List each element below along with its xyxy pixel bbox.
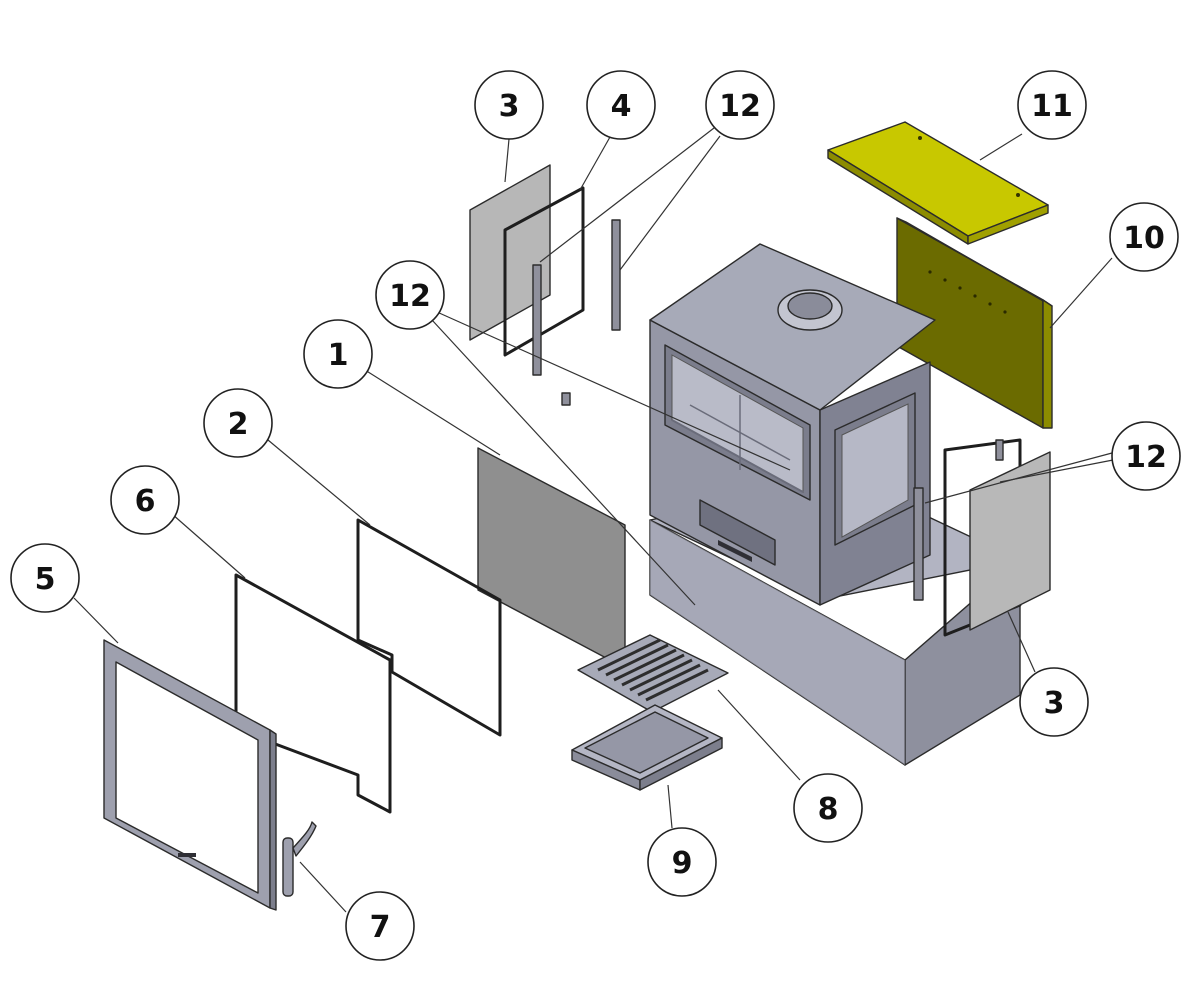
callout-12-mid: 12 <box>375 260 445 330</box>
grate <box>577 634 729 713</box>
top-baffle <box>827 121 1049 245</box>
callout-5: 5 <box>10 543 80 613</box>
leader-lines <box>73 127 1114 913</box>
callout-10: 10 <box>1109 202 1179 272</box>
callout-3-top: 3 <box>474 70 544 140</box>
callout-label: 3 <box>1044 686 1065 721</box>
callout-label: 5 <box>35 562 56 597</box>
callout-label: 4 <box>611 89 632 124</box>
callout-label: 6 <box>135 484 156 519</box>
side-glass-right <box>943 438 1051 637</box>
callout-label: 2 <box>228 407 249 442</box>
callout-label: 12 <box>389 279 431 314</box>
callout-12-top: 12 <box>705 70 775 140</box>
ash-pan <box>571 704 723 791</box>
callout-label: 9 <box>672 846 693 881</box>
callout-8: 8 <box>793 773 863 843</box>
callout-11: 11 <box>1017 70 1087 140</box>
door-frame <box>103 639 277 911</box>
callout-12-right: 12 <box>1111 421 1181 491</box>
callout-label: 11 <box>1031 89 1073 124</box>
callouts: 3 4 12 12 1 2 6 5 <box>10 70 1181 961</box>
callout-6: 6 <box>110 465 180 535</box>
callout-label: 8 <box>818 792 839 827</box>
door-handle <box>282 821 317 897</box>
callout-label: 10 <box>1123 221 1165 256</box>
callout-label: 3 <box>499 89 520 124</box>
callout-label: 1 <box>328 338 349 373</box>
side-glass-left <box>469 164 551 341</box>
callout-7: 7 <box>345 891 415 961</box>
door-glass-seal <box>356 518 502 737</box>
callout-label: 7 <box>370 910 391 945</box>
callout-1: 1 <box>303 319 373 389</box>
glass-clips-left <box>532 219 621 406</box>
callout-3-right: 3 <box>1019 667 1089 737</box>
side-glass-seal-left <box>503 186 585 357</box>
callout-2: 2 <box>203 388 273 458</box>
callout-label: 12 <box>1125 440 1167 475</box>
callout-9: 9 <box>647 827 717 897</box>
callout-label: 12 <box>719 89 761 124</box>
rear-baffle <box>896 217 1053 429</box>
callout-4: 4 <box>586 70 656 140</box>
glass-clips-right <box>913 439 1004 601</box>
